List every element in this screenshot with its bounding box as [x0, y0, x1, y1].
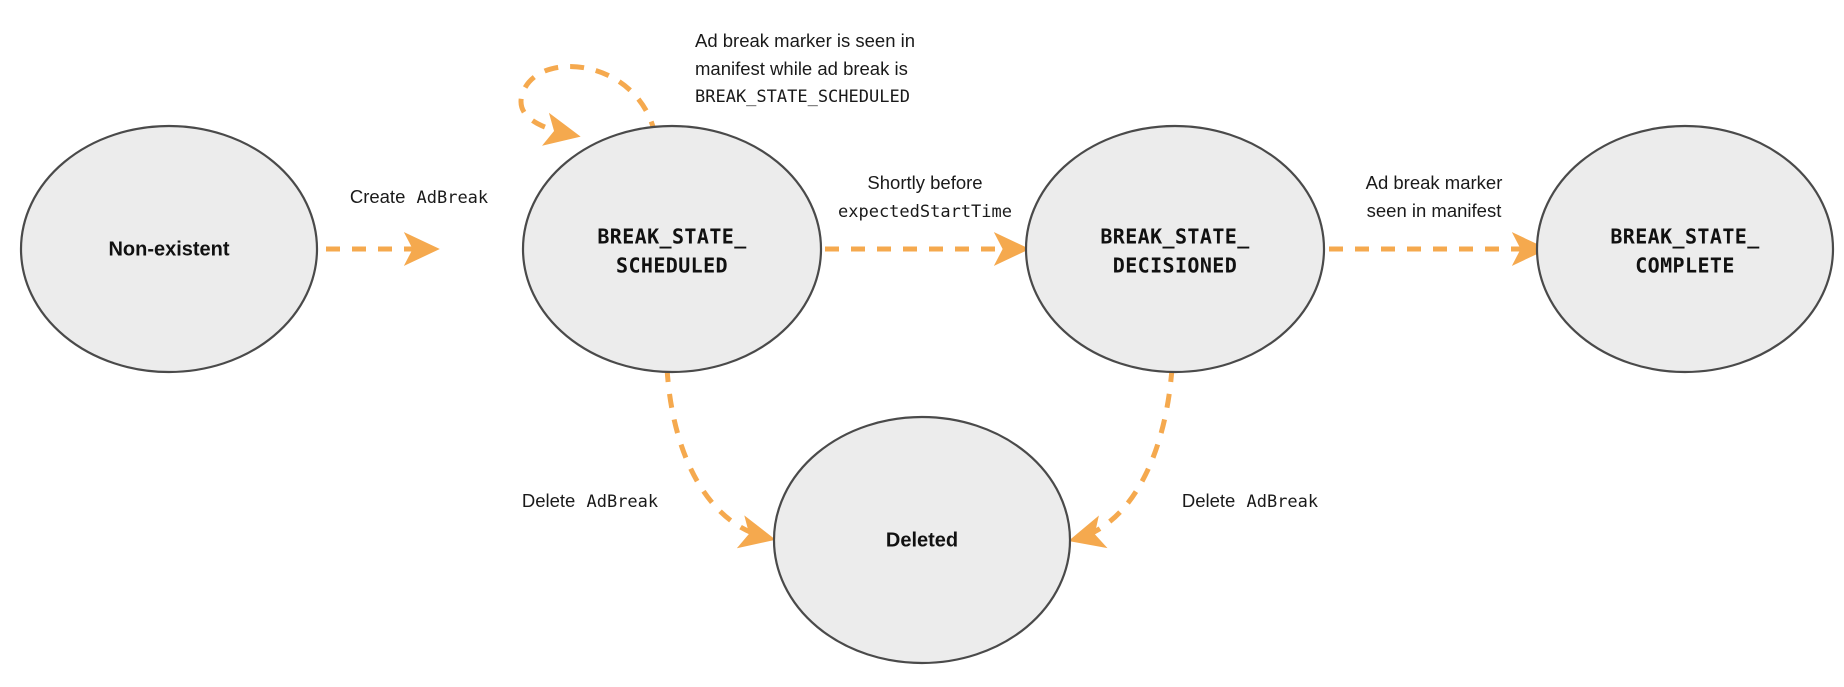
- edge-label-delete-left-code: AdBreak: [586, 492, 658, 512]
- node-break-state-scheduled-label-line2: SCHEDULED: [616, 254, 728, 278]
- node-break-state-decisioned-label-line1: BREAK_STATE_: [1100, 225, 1250, 249]
- edge-label-marker-line1: Ad break marker: [1366, 172, 1503, 193]
- edge-label-selfloop-line3: BREAK_STATE_SCHEDULED: [695, 87, 910, 107]
- edge-label-create-plain: Create: [350, 186, 406, 207]
- edge-label-create-adbreak: Create AdBreak: [350, 186, 488, 208]
- edge-label-delete-left-plain: Delete: [522, 490, 575, 511]
- edge-label-delete-right-plain: Delete: [1182, 490, 1235, 511]
- node-break-state-decisioned[interactable]: BREAK_STATE_ DECISIONED: [1024, 124, 1326, 374]
- edge-label-selfloop-line2: manifest while ad break is: [695, 58, 908, 79]
- node-break-state-decisioned-label-line2: DECISIONED: [1113, 254, 1237, 278]
- edge-label-decisioned-to-deleted: Delete AdBreak: [1182, 490, 1318, 512]
- svg-text:Create AdBreak: Create AdBreak: [350, 186, 488, 208]
- node-deleted-label: Deleted: [886, 529, 958, 551]
- edge-label-scheduled-to-decisioned: Shortly before expectedStartTime: [838, 172, 1012, 222]
- edge-label-shortly-line2: expectedStartTime: [838, 202, 1012, 222]
- edge-label-selfloop-line1: Ad break marker is seen in: [695, 30, 915, 51]
- node-break-state-scheduled[interactable]: BREAK_STATE_ SCHEDULED: [521, 124, 823, 374]
- node-break-state-complete-label-line2: COMPLETE: [1635, 254, 1735, 278]
- node-non-existent-label: Non-existent: [108, 238, 229, 260]
- svg-text:Delete AdBreak: Delete AdBreak: [522, 490, 658, 512]
- node-break-state-complete[interactable]: BREAK_STATE_ COMPLETE: [1535, 124, 1835, 374]
- node-deleted[interactable]: Deleted: [772, 415, 1072, 665]
- svg-text:Delete AdBreak: Delete AdBreak: [1182, 490, 1318, 512]
- edge-label-delete-right-code: AdBreak: [1246, 492, 1318, 512]
- edge-label-create-code: AdBreak: [417, 188, 489, 208]
- edge-label-shortly-line1: Shortly before: [867, 172, 982, 193]
- edge-label-decisioned-to-complete: Ad break marker seen in manifest: [1366, 172, 1503, 221]
- edge-label-marker-line2: seen in manifest: [1367, 200, 1502, 221]
- node-break-state-complete-label-line1: BREAK_STATE_: [1610, 225, 1760, 249]
- edge-label-scheduled-self-loop: Ad break marker is seen in manifest whil…: [695, 30, 915, 107]
- edge-label-scheduled-to-deleted: Delete AdBreak: [522, 490, 658, 512]
- node-break-state-scheduled-label-line1: BREAK_STATE_: [597, 225, 747, 249]
- node-non-existent[interactable]: Non-existent: [19, 124, 319, 374]
- edge-decisioned-to-deleted: [1068, 367, 1175, 549]
- edge-scheduled-self-loop: [518, 64, 658, 146]
- edge-scheduled-to-deleted: [664, 367, 776, 549]
